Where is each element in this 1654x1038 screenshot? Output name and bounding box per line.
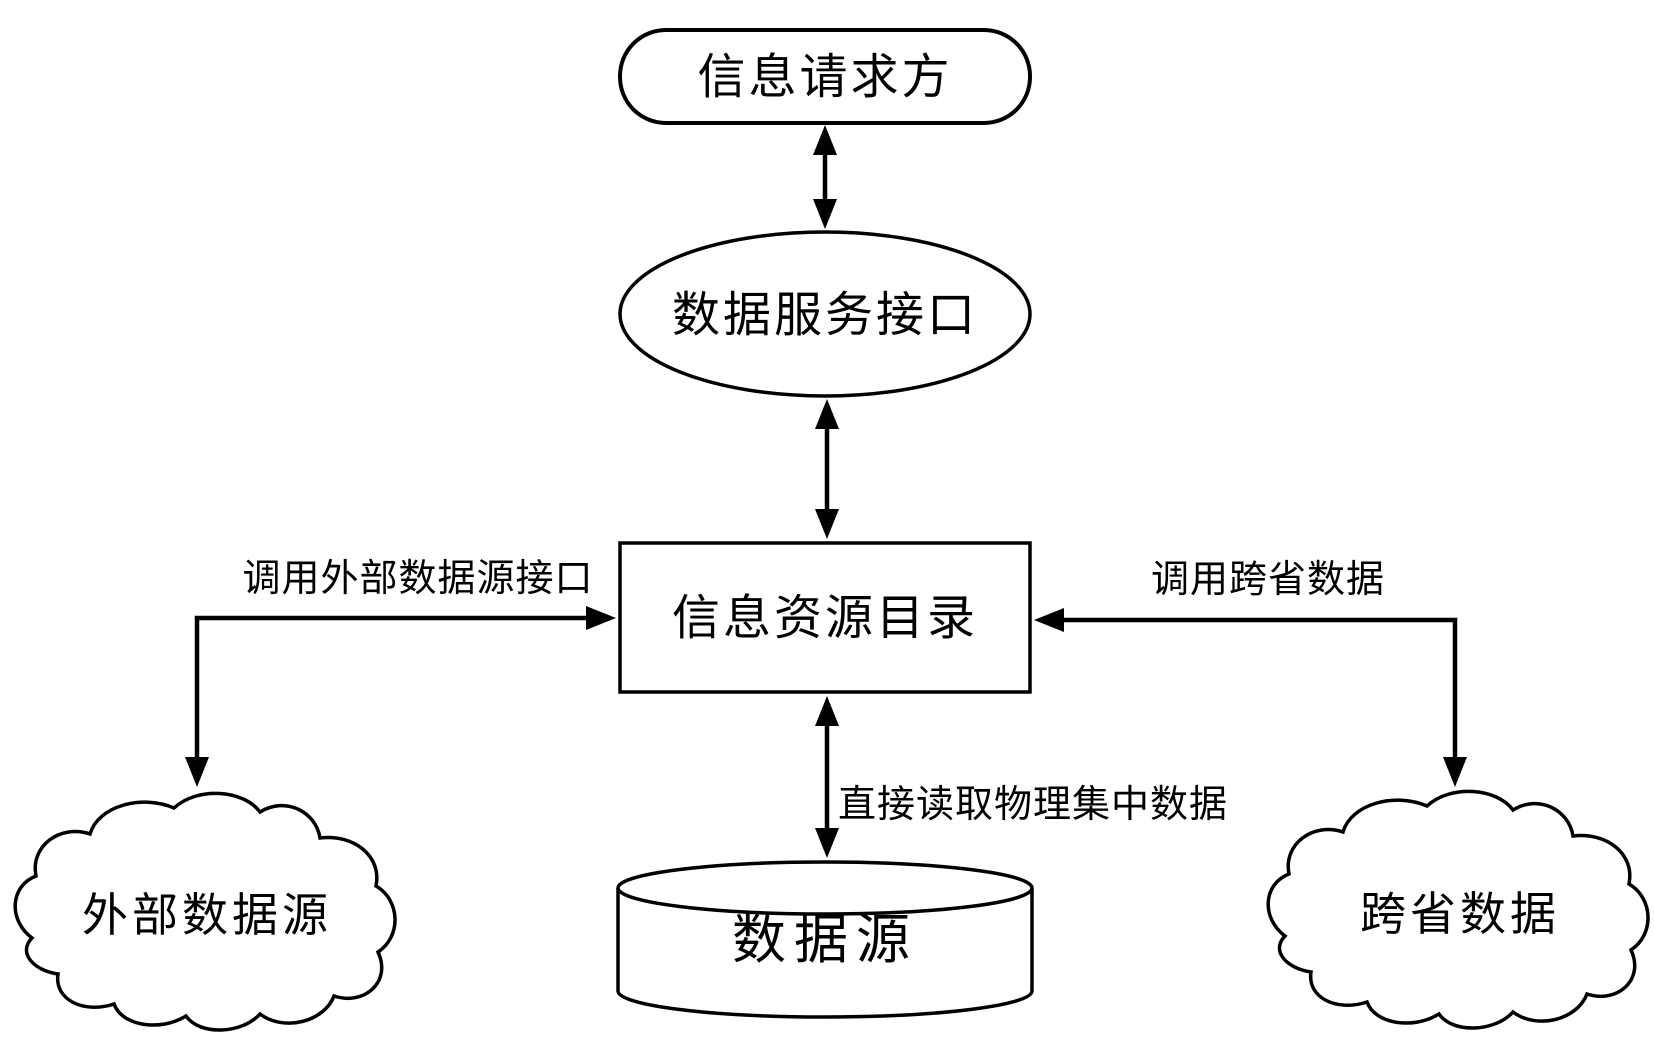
arrowhead-down-icon [815, 509, 839, 539]
arrowhead-right-icon [586, 606, 616, 630]
call-external-edge-label: 调用外部数据源接口 [242, 556, 593, 600]
call-cross-province-edge-label: 调用跨省数据 [1151, 557, 1385, 601]
edge-resource-catalog-data-source: 直接读取物理集中数据 [815, 696, 1228, 858]
arrowhead-up-icon [815, 399, 839, 429]
cross-province-label: 跨省数据 [1360, 887, 1560, 941]
node-external-data-source [13, 791, 397, 1032]
edge-elbow-line [1062, 617, 1458, 760]
database-top-shape [616, 860, 1034, 916]
edge-requester-service-interface [813, 125, 837, 229]
arrowhead-down-icon [1443, 757, 1467, 787]
edge-external-source-resource-catalog: 调用外部数据源接口 [185, 556, 616, 787]
node-information-resource-catalog: 信息资源目录 [618, 541, 1032, 694]
arrowhead-down-icon [185, 757, 209, 787]
resource-catalog-rect-shape [618, 541, 1032, 694]
service-interface-ellipse-shape [618, 230, 1032, 398]
direct-read-edge-label: 直接读取物理集中数据 [838, 782, 1228, 826]
arrowhead-down-icon [815, 828, 839, 858]
resource-catalog-label: 信息资源目录 [672, 590, 978, 646]
database-body-shape [616, 888, 1034, 1019]
requester-label: 信息请求方 [697, 49, 952, 105]
external-source-cloud-shape [13, 791, 397, 1032]
requester-stadium-shape [618, 28, 1032, 125]
edge-service-interface-resource-catalog [815, 399, 839, 539]
external-source-label: 外部数据源 [82, 888, 332, 942]
node-cross-province-data [1266, 789, 1650, 1030]
arrowhead-left-icon [1034, 608, 1064, 632]
arrowhead-up-icon [815, 696, 839, 726]
arrowhead-up-icon [813, 125, 837, 155]
node-information-requester: 信息请求方 [618, 28, 1032, 125]
node-data-service-interface: 数据服务接口 [618, 230, 1032, 398]
arrowhead-down-icon [813, 199, 837, 229]
service-interface-label: 数据服务接口 [672, 287, 978, 343]
node-data-source-database: 数据源 [616, 860, 1034, 1019]
cross-province-cloud-shape [1266, 789, 1650, 1030]
edge-elbow-line [194, 615, 588, 760]
data-source-label: 数据源 [732, 908, 918, 971]
edge-cross-province-resource-catalog: 调用跨省数据 [1034, 557, 1467, 787]
